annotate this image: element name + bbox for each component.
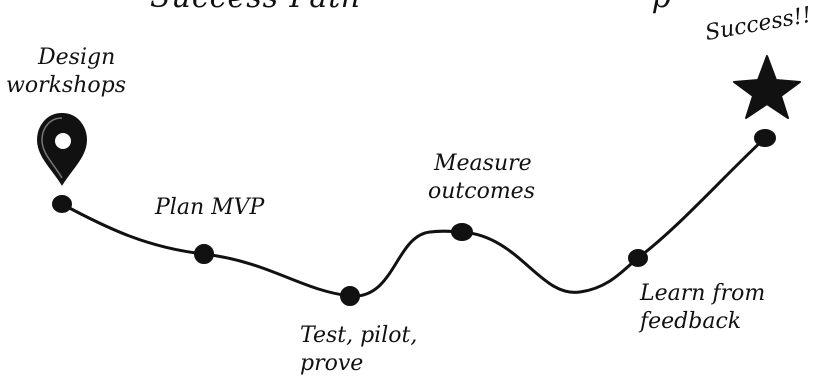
stage-label-design: Design workshops <box>6 44 126 100</box>
stage-label-learn-line1: Learn from <box>640 281 766 306</box>
milestone-node-end <box>754 129 776 147</box>
stage-label-measure: Measure outcomes <box>428 150 535 206</box>
stage-label-measure-line2: outcomes <box>428 179 535 204</box>
stage-label-design-line2: workshops <box>6 73 127 98</box>
stage-label-test-line2: prove <box>300 351 364 376</box>
stage-label-measure-line1: Measure <box>434 151 532 176</box>
stage-label-plan: Plan MVP <box>155 194 264 222</box>
stage-label-plan-line1: Plan MVP <box>155 195 265 220</box>
stage-label-learn: Learn from feedback <box>640 280 765 336</box>
stage-label-design-line1: Design <box>38 45 116 70</box>
stage-label-learn-line2: feedback <box>640 309 742 334</box>
milestone-node-test <box>340 286 360 306</box>
diagram-title-right: p <box>652 0 672 15</box>
diagram-title: Success Path p <box>150 0 672 16</box>
location-pin-icon <box>36 112 88 186</box>
milestone-node-start <box>52 195 72 213</box>
milestone-node-plan <box>194 244 214 264</box>
stage-label-test-line1: Test, pilot, <box>300 323 418 348</box>
stage-label-test: Test, pilot, prove <box>300 322 417 378</box>
diagram-title-left: Success Path <box>150 0 362 15</box>
star-icon <box>733 55 801 119</box>
milestone-node-learn <box>628 249 648 267</box>
milestone-node-measure <box>451 223 473 241</box>
